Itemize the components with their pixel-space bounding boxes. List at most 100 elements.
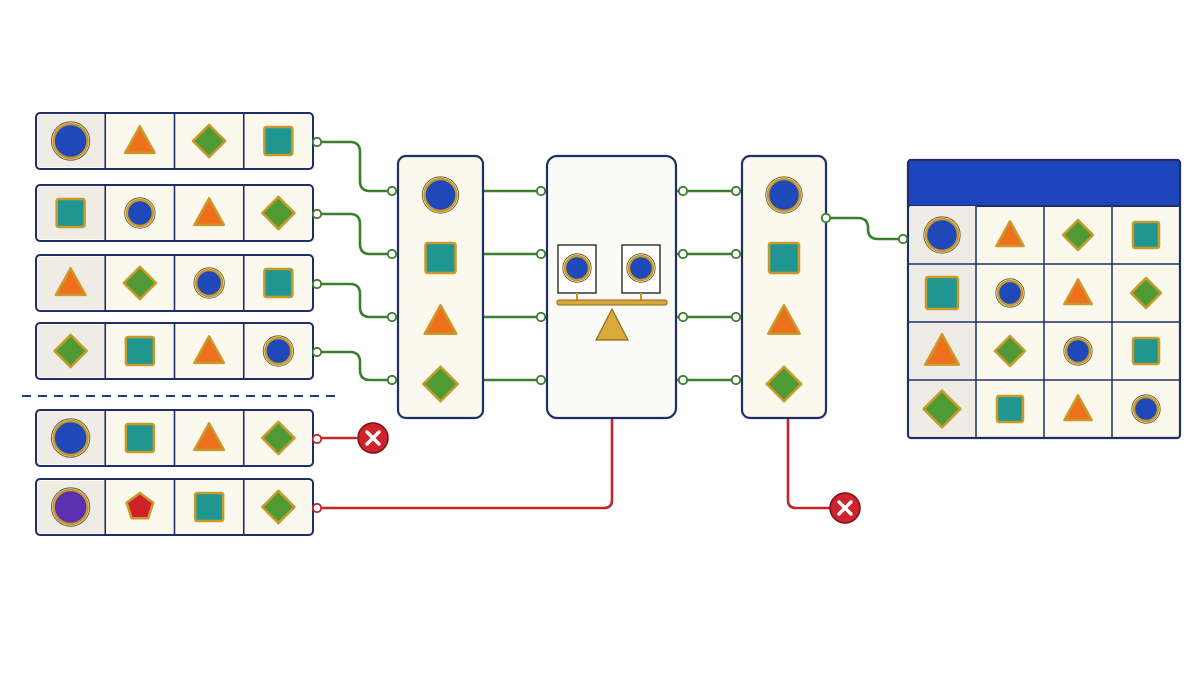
circle-blue-icon — [51, 418, 91, 458]
diamond-green-icon — [261, 420, 296, 456]
reject-x-icon — [357, 422, 389, 454]
diamond-green-icon — [261, 195, 296, 231]
balance-output-port — [677, 248, 689, 260]
square-teal-icon — [263, 125, 294, 157]
column-output-port — [820, 212, 832, 224]
table-input-port — [897, 233, 909, 245]
square-teal-icon — [924, 275, 960, 311]
circle-blue-icon — [765, 176, 803, 214]
panel-frame — [396, 154, 485, 420]
diamond-green-icon — [922, 389, 962, 429]
triangle-orange-icon — [923, 332, 961, 366]
square-teal-icon — [1131, 220, 1161, 250]
output-column — [740, 154, 828, 420]
triangle-orange-icon — [193, 422, 226, 452]
input-wire — [315, 212, 394, 256]
row-output-port — [311, 502, 323, 514]
square-teal-icon — [767, 241, 801, 275]
result-table — [906, 158, 1182, 440]
circle-blue-icon — [995, 278, 1025, 308]
diamond-green-icon — [53, 333, 88, 369]
reject-wire — [786, 418, 832, 510]
balance-input-port — [535, 248, 547, 260]
triangle-orange-icon — [193, 197, 226, 227]
balance-output-port — [677, 374, 689, 386]
table-wire — [824, 216, 905, 241]
square-teal-icon — [193, 491, 225, 523]
diamond-green-icon — [1129, 276, 1163, 310]
pentagon-red-icon — [125, 491, 155, 520]
circle-blue-icon — [923, 216, 961, 254]
circle-blue-icon — [1131, 394, 1161, 424]
panel-frame — [740, 154, 828, 420]
diamond-green-icon — [261, 489, 296, 525]
panel-frame — [545, 154, 678, 420]
diamond-green-icon — [993, 334, 1027, 368]
input-wire — [315, 350, 394, 382]
square-teal-icon — [55, 197, 86, 229]
scale-beam — [556, 299, 668, 306]
diamond-green-icon — [765, 365, 803, 403]
square-teal-icon — [1131, 336, 1161, 366]
normalize-column — [396, 154, 485, 420]
triangle-orange-icon — [995, 220, 1025, 248]
triangle-orange-icon — [1063, 278, 1093, 306]
balance-output-port — [677, 311, 689, 323]
balance-input-port — [535, 374, 547, 386]
column-input-port — [386, 185, 398, 197]
circle-blue-icon — [626, 253, 656, 283]
square-teal-icon — [124, 335, 156, 367]
circle-blue-icon — [262, 335, 294, 367]
row-output-port — [311, 278, 323, 290]
triangle-orange-icon — [193, 335, 226, 365]
square-teal-icon — [124, 422, 156, 454]
column-input-port — [730, 374, 742, 386]
row-output-port — [311, 136, 323, 148]
circle-blue-icon — [51, 121, 91, 161]
balance-input-port — [535, 311, 547, 323]
balance-input-port — [535, 185, 547, 197]
input-wire — [315, 140, 394, 193]
column-input-port — [386, 248, 398, 260]
triangle-orange-icon — [54, 267, 87, 297]
input-row — [35, 254, 314, 312]
row-output-port — [311, 433, 323, 445]
triangle-orange-icon — [123, 125, 156, 155]
triangle-orange-icon — [767, 304, 801, 335]
column-input-port — [730, 248, 742, 260]
input-row — [35, 322, 314, 380]
column-input-port — [386, 311, 398, 323]
column-input-port — [386, 374, 398, 386]
row-output-port — [311, 346, 323, 358]
circle-purple-icon — [51, 487, 91, 527]
circle-blue-icon — [421, 176, 460, 214]
diamond-green-icon — [422, 365, 459, 403]
diamond-green-icon — [1061, 218, 1095, 252]
diamond-green-icon — [191, 123, 227, 159]
row-output-port — [311, 208, 323, 220]
triangle-orange-icon — [423, 304, 458, 335]
square-teal-icon — [263, 267, 294, 299]
input-wire — [315, 282, 394, 319]
balance-panel — [545, 154, 678, 420]
diamond-green-icon — [122, 265, 158, 301]
table-header — [907, 159, 1181, 207]
column-input-port — [730, 185, 742, 197]
square-teal-icon — [995, 394, 1025, 424]
balance-scale-icon — [556, 244, 668, 341]
input-row — [35, 112, 314, 170]
input-row — [35, 409, 314, 467]
reject-wire — [315, 418, 614, 510]
circle-blue-icon — [1063, 336, 1093, 366]
input-row — [35, 184, 314, 242]
circle-blue-icon — [562, 253, 592, 283]
input-row — [35, 478, 314, 536]
circle-blue-icon — [124, 197, 156, 229]
square-teal-icon — [424, 241, 457, 275]
reject-x-icon — [829, 492, 861, 524]
scale-fulcrum — [595, 307, 629, 341]
balance-output-port — [677, 185, 689, 197]
column-input-port — [730, 311, 742, 323]
